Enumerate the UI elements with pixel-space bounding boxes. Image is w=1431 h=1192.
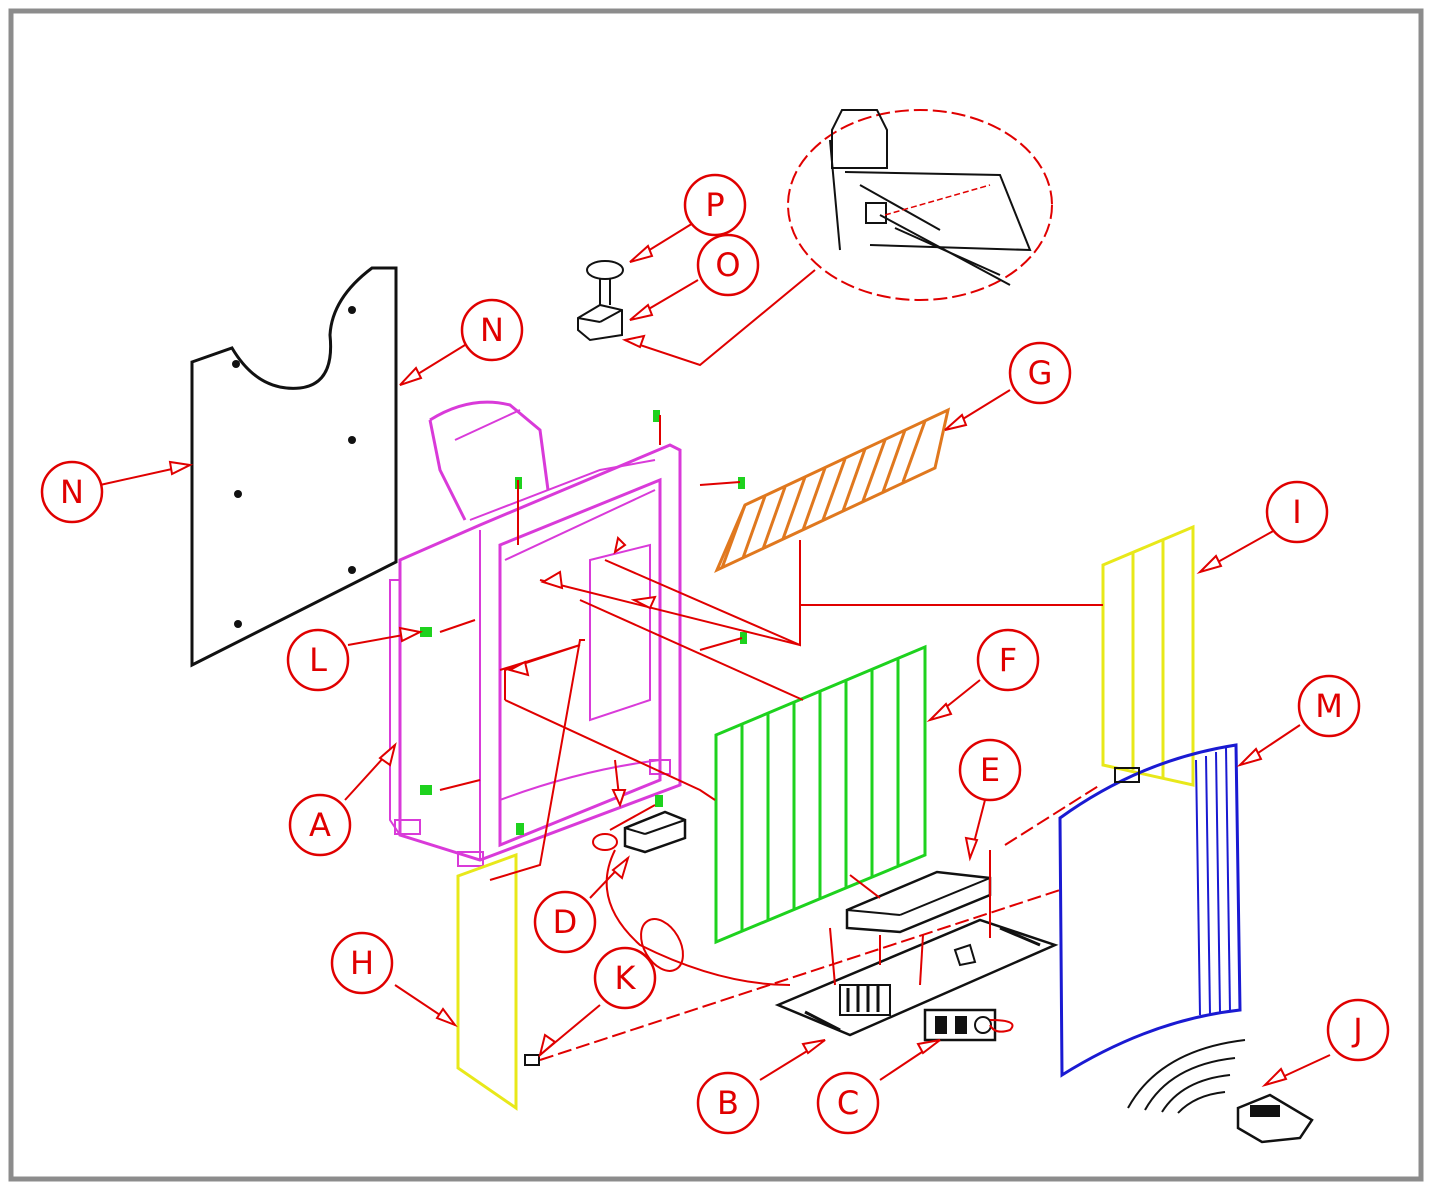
callout-B-label: B	[717, 1084, 739, 1122]
part-F-refractory-panels	[714, 644, 927, 945]
callout-J-label: J	[1351, 1011, 1362, 1049]
callout-B: B	[696, 1071, 760, 1135]
callout-leaders	[99, 219, 1331, 1088]
callout-P-label: P	[705, 186, 724, 224]
callout-C: C	[816, 1071, 880, 1135]
callout-F: F	[976, 628, 1040, 692]
callout-I-label: I	[1292, 493, 1301, 531]
part-N-back-panel	[190, 266, 398, 668]
part-P-O-bracket	[577, 260, 624, 342]
part-G-grate-panel	[714, 407, 951, 574]
callout-M: M	[1297, 674, 1361, 738]
callout-N-left: N	[40, 460, 104, 524]
callout-G: G	[1008, 341, 1072, 405]
detail-magnifier	[787, 109, 1053, 301]
callout-D-label: D	[553, 903, 578, 941]
callout-J: J	[1326, 998, 1390, 1062]
callout-F-label: F	[999, 641, 1017, 679]
callout-G-label: G	[1028, 354, 1053, 392]
callout-A: A	[288, 793, 352, 857]
callout-bubbles: P O N N G I L F	[40, 173, 1390, 1135]
callout-M-label: M	[1315, 687, 1343, 725]
wire-loops	[592, 833, 684, 972]
part-K-sensor	[524, 1054, 540, 1066]
callout-D: D	[533, 890, 597, 954]
part-J-remote-control	[1127, 1039, 1314, 1144]
callout-N-top-label: N	[480, 311, 504, 349]
callout-E: E	[958, 738, 1022, 802]
callout-N-left-label: N	[60, 473, 84, 511]
callout-K: K	[593, 946, 657, 1010]
callout-L: L	[286, 628, 350, 692]
callout-I: I	[1265, 480, 1329, 544]
part-H-side-panel	[456, 852, 518, 1111]
callout-A-label: A	[309, 806, 331, 844]
callout-L-label: L	[309, 641, 327, 679]
part-I-side-panel	[1101, 524, 1195, 787]
callout-N-top: N	[460, 298, 524, 362]
part-D-control-box	[623, 810, 687, 854]
callout-O-label: O	[715, 246, 740, 284]
callout-K-label: K	[615, 959, 637, 997]
callout-O: O	[696, 233, 760, 297]
callout-E-label: E	[980, 751, 1000, 789]
part-B-base-plate	[774, 918, 1059, 1037]
part-M-curved-glass	[1058, 743, 1242, 1078]
callout-P: P	[683, 173, 747, 237]
callout-H: H	[330, 931, 394, 995]
callout-H-label: H	[350, 944, 374, 982]
assembly-lines	[439, 415, 1103, 1061]
callout-C-label: C	[837, 1084, 859, 1122]
